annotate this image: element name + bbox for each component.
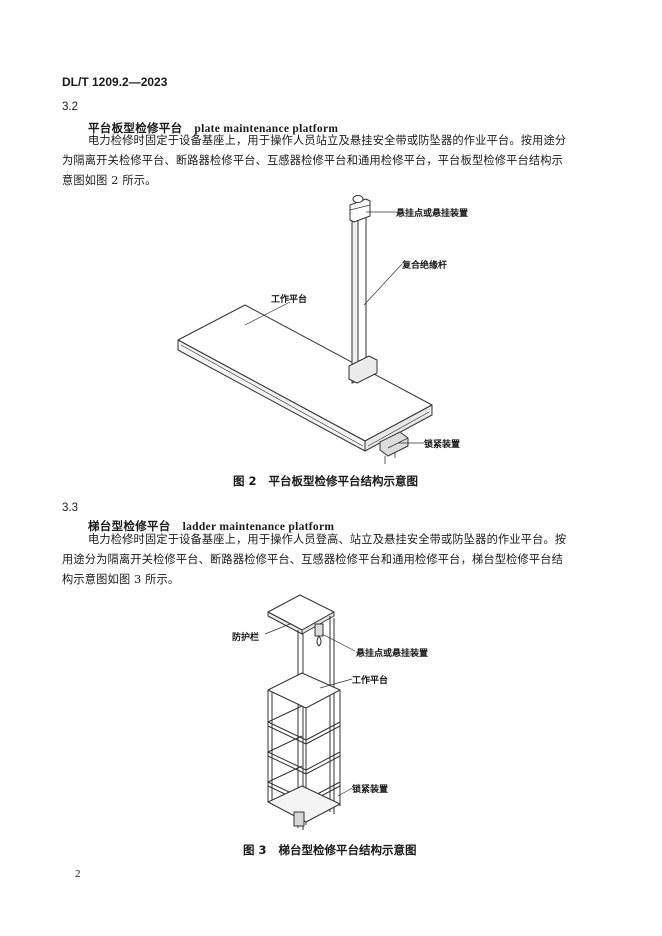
paragraph-line: 为隔离开关检修平台、断路器检修平台、互感器检修平台和通用检修平台，平台板型检修平… xyxy=(62,154,564,167)
term-zh: 平台板型检修平台 xyxy=(88,121,183,135)
figure2-caption: 图 2 平台板型检修平台结构示意图 xyxy=(233,473,418,489)
caption-text: 平台板型检修平台结构示意图 xyxy=(268,474,419,488)
paragraph-line: 用途分为隔离开关检修平台、断路器检修平台、互感器检修平台和通用检修平台，梯台型检… xyxy=(62,553,564,566)
label-clamp: 锁紧装置 xyxy=(424,440,461,450)
paragraph-line: 电力检修时固定于设备基座上，用于操作人员站立及悬挂安全带或防坠器的作业平台。按用… xyxy=(88,134,567,147)
term-en: plate maintenance platform xyxy=(194,123,339,135)
page-number: 2 xyxy=(75,868,81,880)
term-heading: 平台板型检修平台 plate maintenance platform xyxy=(88,120,338,136)
figure3-caption: 图 3 梯台型检修平台结构示意图 xyxy=(243,842,417,858)
term-heading: 梯台型检修平台 ladder maintenance platform xyxy=(88,518,334,534)
label-hanging-point: 悬挂点或悬挂装置 xyxy=(356,649,429,659)
paragraph-line: 意图如图 2 所示。 xyxy=(62,174,157,187)
label-hanging-point: 悬挂点或悬挂装置 xyxy=(396,209,469,219)
standard-header: DL/T 1209.2—2023 xyxy=(62,75,168,89)
caption-text: 梯台型检修平台结构示意图 xyxy=(278,843,417,857)
term-en: ladder maintenance platform xyxy=(182,521,335,533)
section-number: 3.3 xyxy=(62,502,78,514)
caption-number: 图 3 xyxy=(243,843,267,857)
term-zh: 梯台型检修平台 xyxy=(88,519,171,533)
platform-top xyxy=(177,304,433,442)
paragraph-line: 构示意图如图 3 所示。 xyxy=(62,573,180,586)
label-platform: 工作平台 xyxy=(352,676,389,686)
paragraph-line: 电力检修时固定于设备基座上，用于操作人员登高、站立及悬挂安全带或防坠器的作业平台… xyxy=(88,533,567,546)
label-guardrail: 防护栏 xyxy=(232,633,260,643)
label-platform: 工作平台 xyxy=(271,295,308,305)
label-insulating-rod: 复合绝缘杆 xyxy=(402,261,448,271)
insulating-rod xyxy=(351,206,367,384)
caption-number: 图 2 xyxy=(233,474,257,488)
section-number: 3.2 xyxy=(62,101,78,113)
label-clamp: 锁紧装置 xyxy=(352,785,389,795)
